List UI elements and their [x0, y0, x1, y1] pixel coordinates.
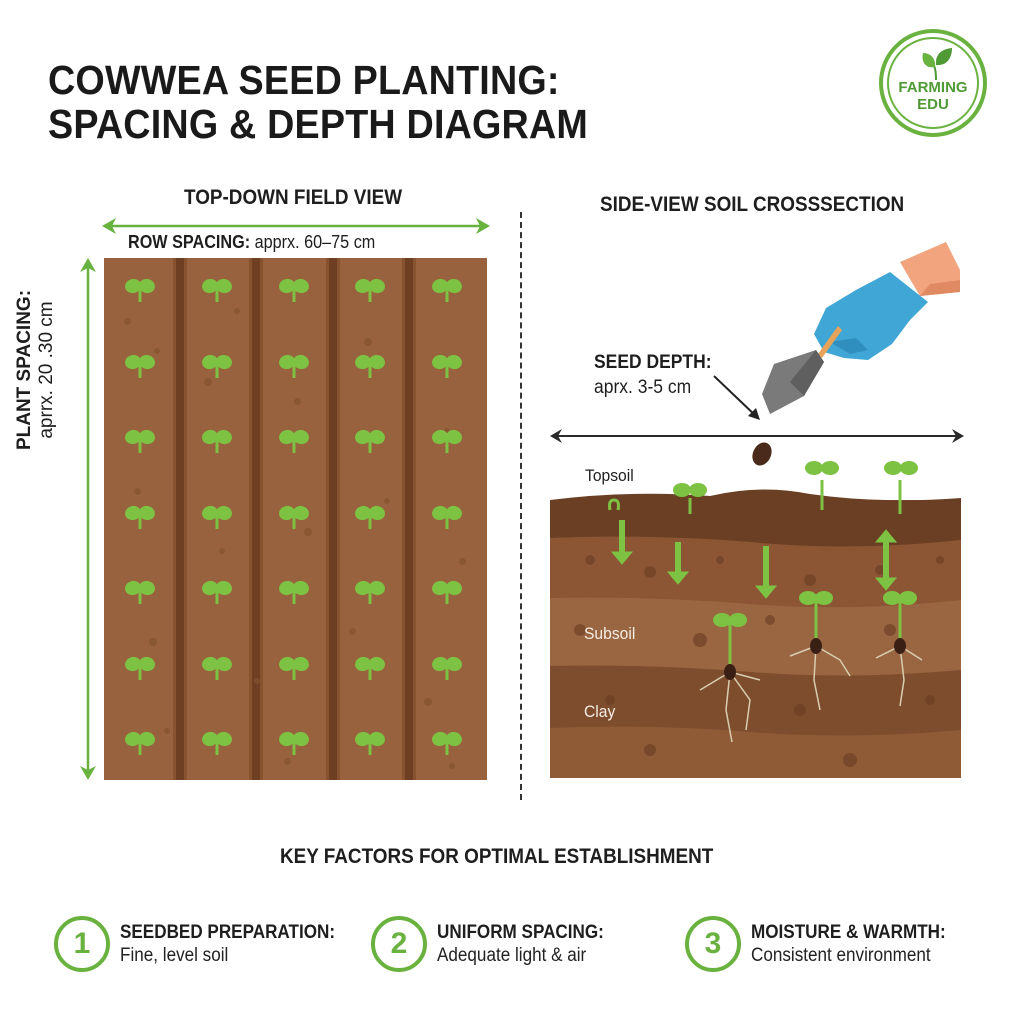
soil-speck	[424, 698, 432, 706]
soil-speck	[364, 338, 372, 346]
sprout-icon	[201, 505, 232, 529]
falling-seed-icon	[752, 442, 772, 466]
factor-moisture-warmth: 3 MOISTURE & WARMTH: Consistent environm…	[685, 915, 967, 973]
layer-label-topsoil: Topsoil	[585, 466, 634, 485]
soil-speck	[349, 628, 356, 635]
sprout-icon	[355, 505, 386, 529]
soil-speck	[164, 728, 170, 734]
sprout-icon	[125, 278, 156, 302]
sprout-icon	[125, 505, 156, 529]
soil-speck	[204, 378, 212, 386]
sprout-icon	[355, 580, 386, 604]
sprout-icon	[355, 354, 386, 378]
key-factors-title: KEY FACTORS FOR OPTIMAL ESTABLISHMENT	[280, 845, 714, 868]
sprout-icon	[355, 278, 386, 302]
section-divider	[520, 212, 522, 800]
top-down-title: TOP-DOWN FIELD VIEW	[184, 186, 403, 209]
sprout-icon	[431, 656, 462, 680]
factor-detail: Adequate light & air	[437, 945, 587, 966]
sprout-icon	[278, 656, 309, 680]
page-title: COWWEA SEED PLANTING: SPACING & DEPTH DI…	[48, 58, 588, 146]
soil-speck	[124, 318, 131, 325]
sprout-icon	[278, 354, 309, 378]
sprout-icon	[355, 656, 386, 680]
plant-spacing-label: PLANT SPACING: aprrx. 20 .30 cm	[14, 289, 57, 451]
logo-line-2: EDU	[917, 96, 949, 113]
field-top-view	[104, 258, 487, 780]
logo-line-1: FARMING	[898, 79, 968, 96]
soil-speck	[134, 488, 141, 495]
soil-speck	[234, 308, 240, 314]
sprout-icon	[125, 731, 156, 755]
sprout-icon	[431, 278, 462, 302]
gloved-hand-trowel-icon	[762, 242, 960, 414]
soil-speck	[154, 348, 160, 354]
sprout-icon	[278, 731, 309, 755]
sprout-icon	[201, 731, 232, 755]
sprout-icon	[431, 731, 462, 755]
furrow	[176, 258, 184, 780]
soil-speck	[149, 638, 157, 646]
factor-heading: SEEDBED PREPARATION:	[120, 922, 336, 943]
soil-cross-section	[550, 480, 961, 778]
sprout-icon	[278, 429, 309, 453]
sprout-icon	[201, 656, 232, 680]
side-view-title: SIDE-VIEW SOIL CROSSSECTION	[600, 193, 905, 216]
sprout-icon	[431, 354, 462, 378]
sprout-icon	[201, 429, 232, 453]
sprout-icon	[201, 580, 232, 604]
sprout-icon	[278, 580, 309, 604]
factor-seedbed-preparation: 1 SEEDBED PREPARATION: Fine, level soil	[54, 915, 359, 973]
factor-number-badge: 2	[371, 916, 427, 972]
furrow	[329, 258, 337, 780]
sprout-icon	[125, 354, 156, 378]
sprout-icon	[278, 278, 309, 302]
sprout-icon	[201, 354, 232, 378]
ground-level-arrow-icon	[550, 429, 964, 443]
emerged-sprouts-icon	[805, 461, 918, 475]
sprout-icon	[431, 429, 462, 453]
farming-edu-logo: FARMING EDU	[879, 29, 987, 137]
sprout-icon	[125, 656, 156, 680]
seed-depth-label: SEED DEPTH: aprx. 3-5 cm	[594, 352, 712, 398]
factor-detail: Consistent environment	[751, 945, 931, 966]
sprout-icon	[201, 278, 232, 302]
plant-spacing-arrow-icon	[80, 258, 96, 780]
sprout-icon	[431, 505, 462, 529]
soil-speck	[459, 558, 466, 565]
sprout-icon	[355, 731, 386, 755]
factor-number-badge: 3	[685, 916, 741, 972]
soil-speck	[284, 758, 291, 765]
row-spacing-arrow-icon	[102, 218, 490, 234]
factor-heading: UNIFORM SPACING:	[437, 922, 604, 943]
sprout-icon	[125, 429, 156, 453]
furrow	[405, 258, 413, 780]
soil-speck	[384, 498, 390, 504]
seed-depth-pointer-arrow-icon	[713, 375, 760, 420]
leaf-icon	[922, 48, 952, 81]
soil-speck	[219, 548, 225, 554]
factor-number-badge: 1	[54, 916, 110, 972]
factor-uniform-spacing: 2 UNIFORM SPACING: Adequate light & air	[371, 915, 622, 973]
row-spacing-label: ROW SPACING: apprx. 60–75 cm	[128, 232, 376, 252]
sprout-icon	[431, 580, 462, 604]
layer-label-subsoil: Subsoil	[584, 624, 636, 643]
sprout-icon	[355, 429, 386, 453]
title-line-1: COWWEA SEED PLANTING:	[48, 57, 560, 103]
soil-speck	[304, 528, 312, 536]
sprout-icon	[125, 580, 156, 604]
soil-speck	[444, 428, 450, 434]
soil-speck	[294, 398, 301, 405]
factor-heading: MOISTURE & WARMTH:	[751, 922, 946, 943]
factor-detail: Fine, level soil	[120, 945, 229, 966]
title-line-2: SPACING & DEPTH DIAGRAM	[48, 101, 589, 147]
sprout-icon	[278, 505, 309, 529]
soil-speck	[254, 678, 260, 684]
layer-label-clay: Clay	[584, 702, 616, 721]
furrow	[252, 258, 260, 780]
soil-speck	[449, 763, 455, 769]
